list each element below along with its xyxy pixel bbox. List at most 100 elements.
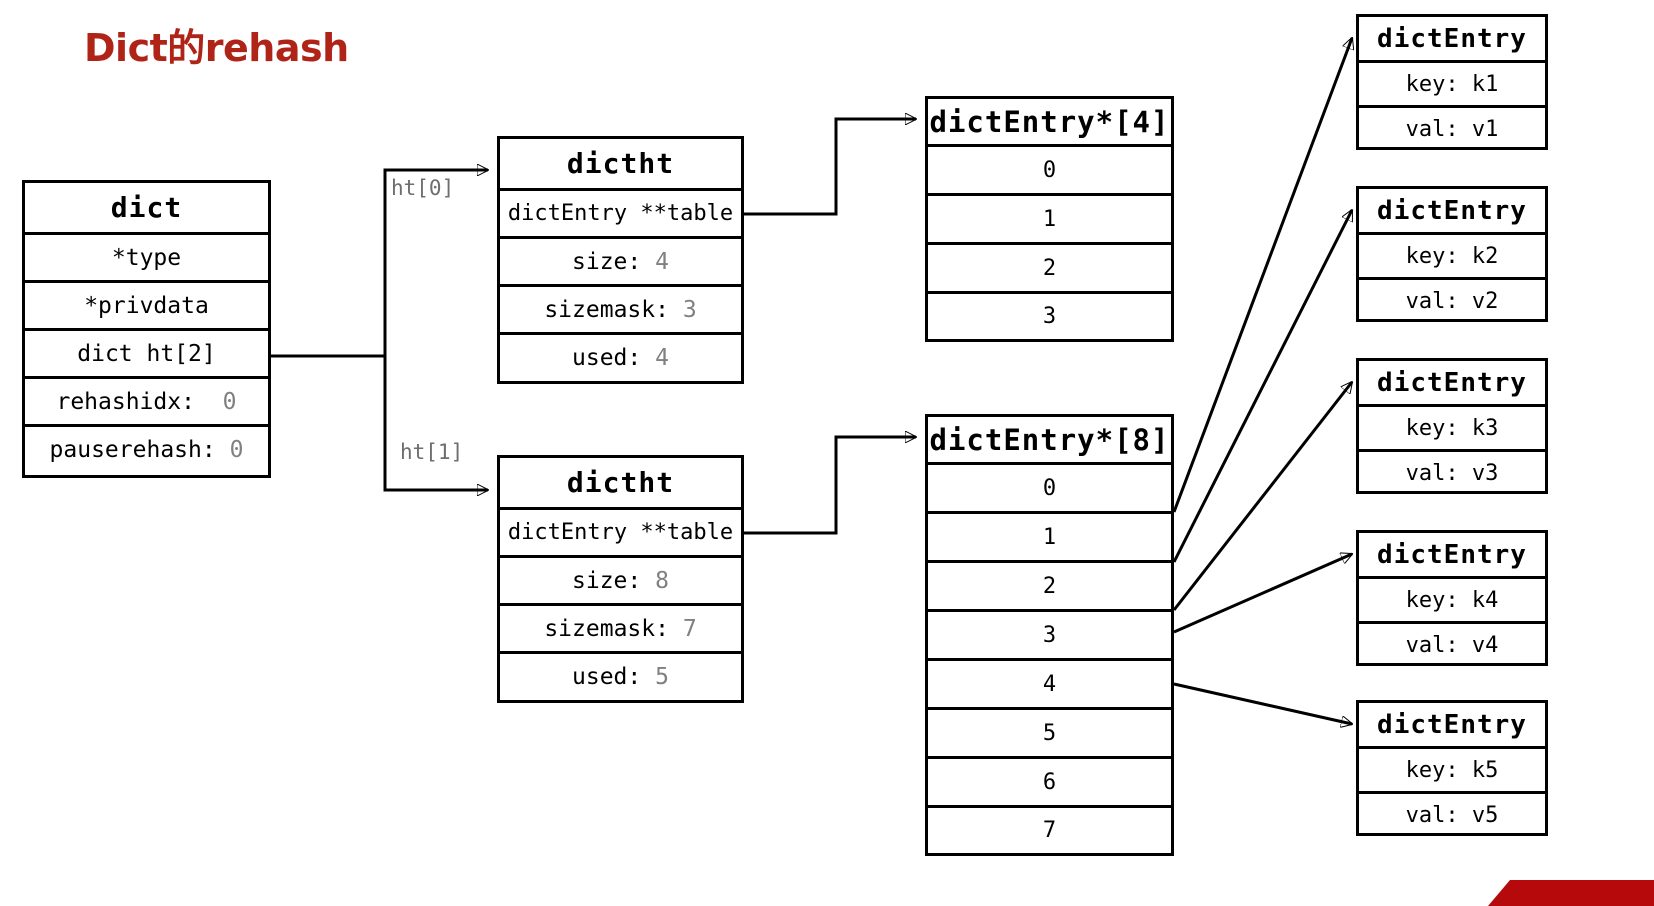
dictentry-4-val-value: v4: [1471, 632, 1499, 658]
dictentry-3-val: val: v3: [1359, 452, 1545, 494]
dictentry-1-key-label: key:: [1405, 71, 1459, 97]
dictht0-field-sizemask-value: 3: [682, 296, 697, 323]
dict-field-type-label: *type: [111, 244, 182, 271]
dictht1-field-sizemask-label: sizemask:: [544, 615, 669, 642]
dict-field-pauserehash-value: 0: [229, 437, 244, 463]
dictentry-4-val-label: val:: [1405, 632, 1459, 658]
dictht0-field-used-value: 4: [655, 345, 669, 371]
dict-field-pauserehash: pauserehash: 0: [25, 427, 268, 473]
dictentry-3-key: key: k3: [1359, 407, 1545, 452]
dictentry-1-val-value: v1: [1471, 116, 1499, 142]
dictht1-field-size-value: 8: [655, 567, 669, 594]
dictht0-struct-box: dictht dictEntry **table size: 4 sizemas…: [497, 136, 744, 384]
dictentry-3-header: dictEntry: [1359, 361, 1545, 407]
dictht1-field-sizemask-value: 7: [682, 615, 697, 642]
dictentry-5-val-value: v5: [1471, 802, 1499, 828]
dictentry-box-3: dictEntry key: k3 val: v3: [1356, 358, 1548, 494]
array0-slot-1: 1: [928, 196, 1171, 245]
dictht1-field-size-label: size:: [572, 567, 642, 594]
array1-slot-0: 0: [928, 465, 1171, 514]
array0-slot-2: 2: [928, 245, 1171, 294]
array0-slot-0: 0: [928, 147, 1171, 196]
dictht1-field-sizemask: sizemask: 7: [500, 606, 741, 654]
dictentry-5-key-label: key:: [1405, 757, 1459, 783]
ht0-table-to-array-connector: [744, 119, 916, 216]
dictentry-1-key: key: k1: [1359, 63, 1545, 108]
array-slot-to-entry-arrows: [1172, 38, 1352, 724]
corner-banner: [1488, 880, 1654, 906]
dict-struct-box: dict *type *privdata dict ht[2] rehashid…: [22, 180, 271, 478]
array1-slot-3: 3: [928, 612, 1171, 661]
dictht0-field-sizemask-label: sizemask:: [544, 296, 669, 323]
dictentry-1-val: val: v1: [1359, 108, 1545, 150]
dictht0-header: dictht: [500, 139, 741, 191]
dictentry-5-val-label: val:: [1405, 802, 1459, 828]
ht1-table-to-array-connector: [744, 437, 916, 535]
dictht1-field-used-label: used:: [572, 664, 642, 690]
dict-field-rehashidx-label: rehashidx:: [56, 388, 195, 415]
dictentry-3-key-label: key:: [1405, 415, 1459, 441]
dict-field-rehashidx: rehashidx: 0: [25, 379, 268, 427]
dictht1-struct-box: dictht dictEntry **table size: 8 sizemas…: [497, 455, 744, 703]
dictentry-4-val: val: v4: [1359, 624, 1545, 666]
dictentry-3-key-value: k3: [1471, 415, 1499, 441]
dictht0-field-used: used: 4: [500, 335, 741, 381]
ht0-connector-label: ht[0]: [391, 176, 455, 200]
ht1-connector-label: ht[1]: [400, 440, 464, 464]
array1-slot-7: 7: [1042, 818, 1057, 843]
page-title: Dict的rehash: [84, 26, 349, 70]
dictht0-table-row: dictEntry **table: [500, 191, 741, 239]
dictentry-2-key-value: k2: [1471, 243, 1499, 269]
array1-slot-4: 4: [928, 661, 1171, 710]
array1-slot-1: 1: [928, 514, 1171, 563]
dictht0-field-sizemask: sizemask: 3: [500, 287, 741, 335]
dict-field-rehashidx-value: 0: [222, 388, 237, 415]
dict-field-pauserehash-label: pauserehash:: [49, 437, 216, 463]
dictentry-3-val-value: v3: [1471, 460, 1499, 486]
dictht1-field-size: size: 8: [500, 558, 741, 606]
dictentry-box-2: dictEntry key: k2 val: v2: [1356, 186, 1548, 322]
array1-slot-5: 5: [928, 710, 1171, 759]
dictht1-field-used-value: 5: [655, 664, 669, 690]
dictentry-array-8: dictEntry*[8] 0 1 2 3 4 5 6 7: [925, 414, 1174, 856]
dictentry-2-key: key: k2: [1359, 235, 1545, 280]
dictentry-1-key-value: k1: [1471, 71, 1499, 97]
dictentry-box-1: dictEntry key: k1 val: v1: [1356, 14, 1548, 150]
dict-field-type: *type: [25, 235, 268, 283]
dictht0-field-size-value: 4: [655, 248, 669, 275]
dict-field-ht-label: dict ht[2]: [77, 340, 216, 367]
dictentry-4-key-label: key:: [1405, 587, 1459, 613]
array0-slot-3: 3: [1042, 304, 1057, 329]
dict-field-privdata-label: *privdata: [84, 292, 209, 319]
dictentry-box-5: dictEntry key: k5 val: v5: [1356, 700, 1548, 836]
dictentry-2-val: val: v2: [1359, 280, 1545, 322]
dict-to-ht-connector: [271, 170, 488, 490]
dict-field-ht: dict ht[2]: [25, 331, 268, 379]
array1-slot-2: 2: [928, 563, 1171, 612]
dictht0-field-used-label: used:: [572, 345, 642, 371]
dictht0-field-size-label: size:: [572, 248, 642, 275]
array1-header: dictEntry*[8]: [928, 417, 1171, 465]
dictentry-box-4: dictEntry key: k4 val: v4: [1356, 530, 1548, 666]
dictentry-2-val-value: v2: [1471, 288, 1499, 314]
dict-header: dict: [25, 183, 268, 235]
dictht1-header: dictht: [500, 458, 741, 510]
dict-field-privdata: *privdata: [25, 283, 268, 331]
dictentry-3-val-label: val:: [1405, 460, 1459, 486]
dictentry-array-4: dictEntry*[4] 0 1 2 3: [925, 96, 1174, 342]
dictentry-5-header: dictEntry: [1359, 703, 1545, 749]
dictentry-4-key: key: k4: [1359, 579, 1545, 624]
dictht1-table-row: dictEntry **table: [500, 510, 741, 558]
dictentry-4-header: dictEntry: [1359, 533, 1545, 579]
dictentry-2-key-label: key:: [1405, 243, 1459, 269]
dictentry-1-val-label: val:: [1405, 116, 1459, 142]
dictht1-field-used: used: 5: [500, 654, 741, 700]
array0-header: dictEntry*[4]: [928, 99, 1171, 147]
dictentry-1-header: dictEntry: [1359, 17, 1545, 63]
dictht0-field-size: size: 4: [500, 239, 741, 287]
dictentry-5-val: val: v5: [1359, 794, 1545, 836]
dictentry-4-key-value: k4: [1471, 587, 1499, 613]
dictentry-5-key-value: k5: [1471, 757, 1499, 783]
